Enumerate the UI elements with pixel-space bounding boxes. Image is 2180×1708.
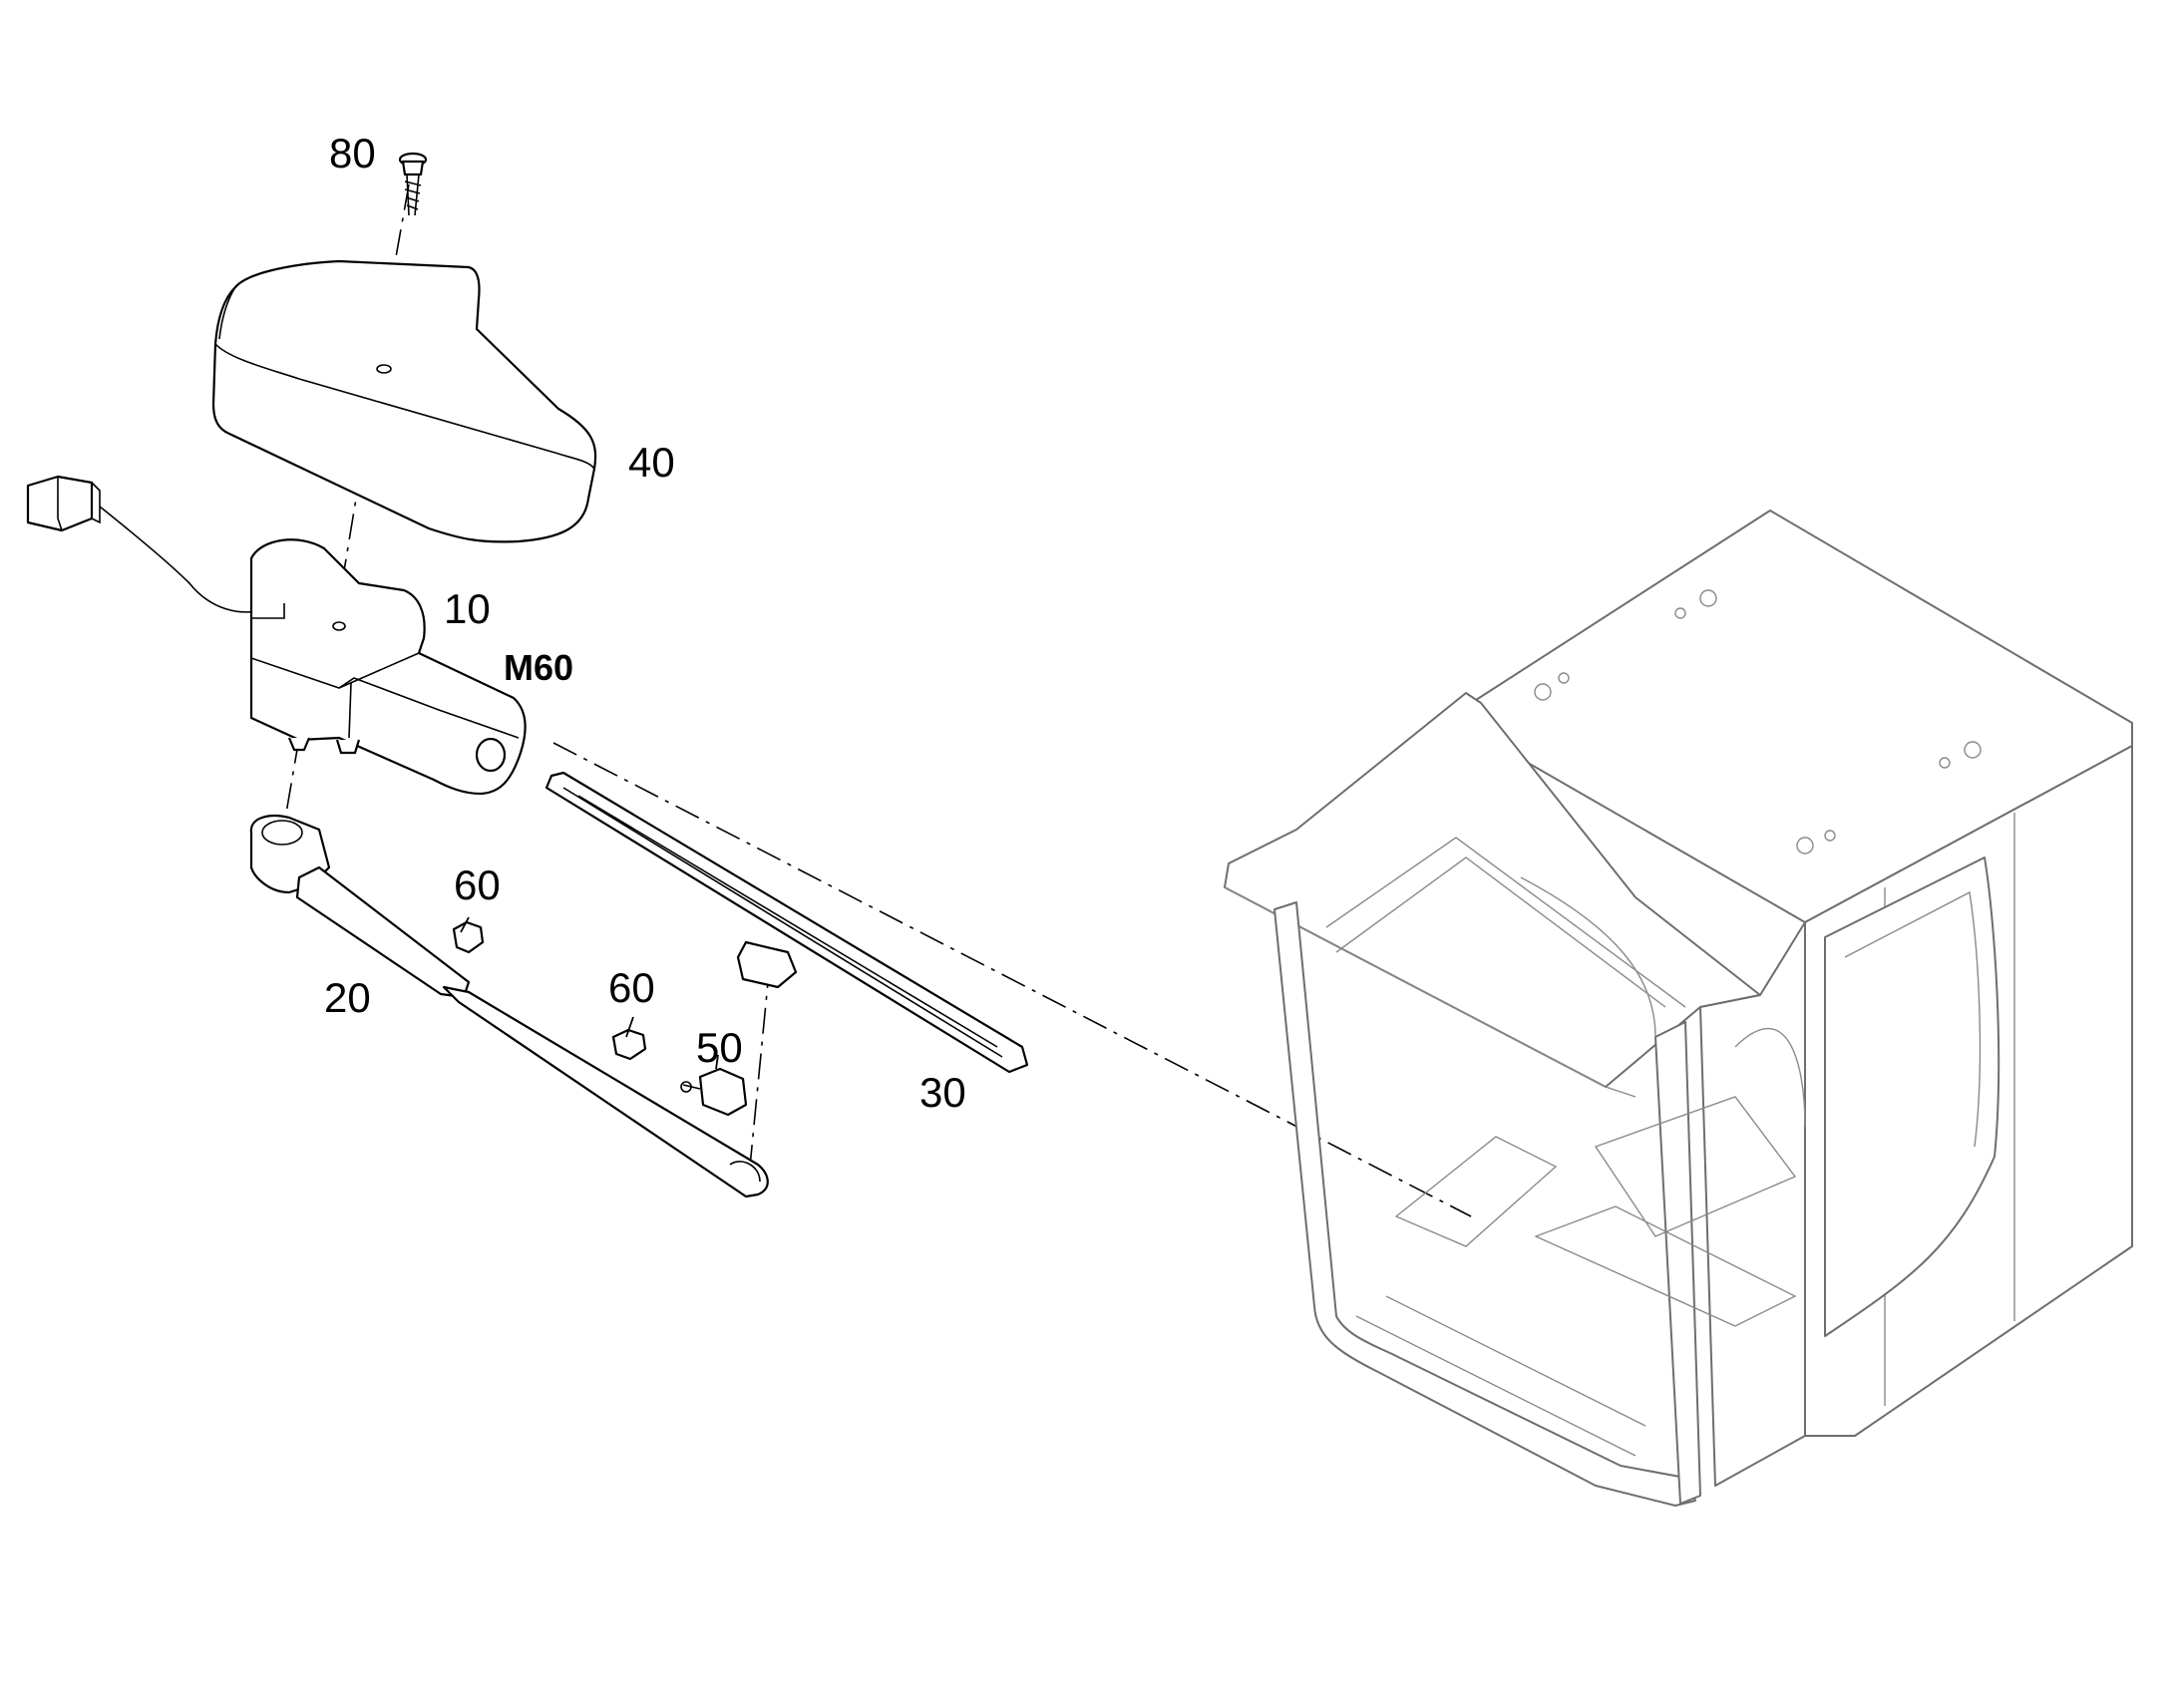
operator-cab: [1224, 510, 2133, 1507]
callout-m60: M60: [504, 647, 573, 688]
callout-30: 30: [919, 1069, 966, 1116]
wiper-arm-part-20[interactable]: [249, 815, 769, 1198]
cover-part-40[interactable]: [211, 259, 597, 543]
callout-60-lower: 60: [608, 964, 655, 1011]
callout-50: 50: [696, 1024, 743, 1071]
callout-labels: 80 40 10 M60 60 20 60 50 30: [324, 130, 966, 1116]
wiper-motor-part-10[interactable]: [26, 475, 527, 796]
screw-part-80[interactable]: [398, 152, 428, 216]
callout-40: 40: [628, 439, 675, 486]
callout-20: 20: [324, 974, 371, 1021]
callout-60-upper: 60: [454, 861, 501, 908]
callout-10: 10: [444, 585, 491, 632]
roof-mounting-points: [1534, 589, 1982, 854]
wiper-blade-part-30[interactable]: [545, 771, 1029, 1074]
callout-leaders: [460, 916, 719, 1070]
callout-80: 80: [329, 130, 376, 176]
